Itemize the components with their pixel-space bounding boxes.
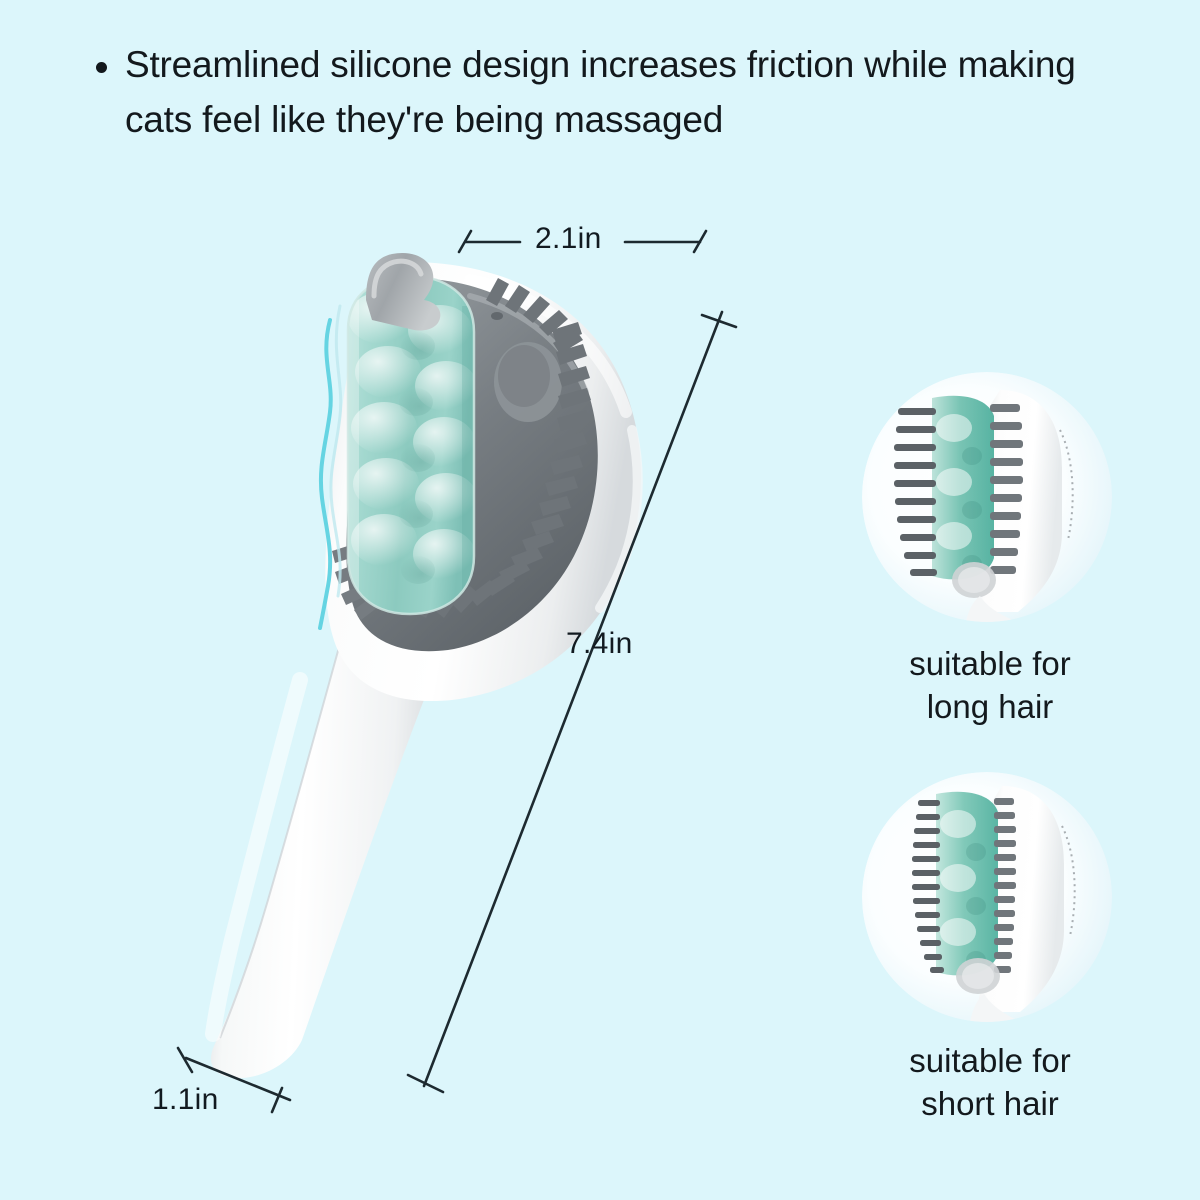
caption-long-hair: suitable for long hair [825,643,1155,729]
comb-teeth-long-left [894,408,937,576]
inset-long-hair [862,372,1112,622]
dimension-label-width: 2.1in [535,222,602,255]
caption-short-hair-line1: suitable for [909,1042,1071,1079]
comb-teeth-short-right [994,798,1016,973]
comb-teeth-right [332,278,591,620]
pad-bump-texture [348,292,474,600]
caption-long-hair-line2: long hair [926,687,1054,725]
accent-wave-line-2 [329,304,343,598]
dimension-label-length: 7.4in [566,627,633,660]
comb-base-plate [346,278,598,652]
silicone-massage-pad [346,274,476,616]
brush-top-clip [366,252,441,331]
caption-long-hair-line1: suitable for [909,645,1071,682]
dimension-length-line [406,310,738,1094]
dimension-lines [176,229,738,1114]
headline-bullet-item: Streamlined silicone design increases fr… [96,38,1096,148]
comb-teeth-short-left [912,800,944,973]
headline-text: Streamlined silicone design increases fr… [125,44,1076,140]
caption-short-hair-line2: short hair [921,1084,1059,1122]
comb-teeth-long-right [990,404,1023,574]
brush-handle [205,599,452,1079]
inset-short-hair [862,772,1112,1022]
caption-short-hair: suitable for short hair [825,1040,1155,1126]
accent-wave-line [318,318,333,630]
dimension-label-depth: 1.1in [152,1083,219,1116]
bullet-dot-icon [96,62,107,73]
